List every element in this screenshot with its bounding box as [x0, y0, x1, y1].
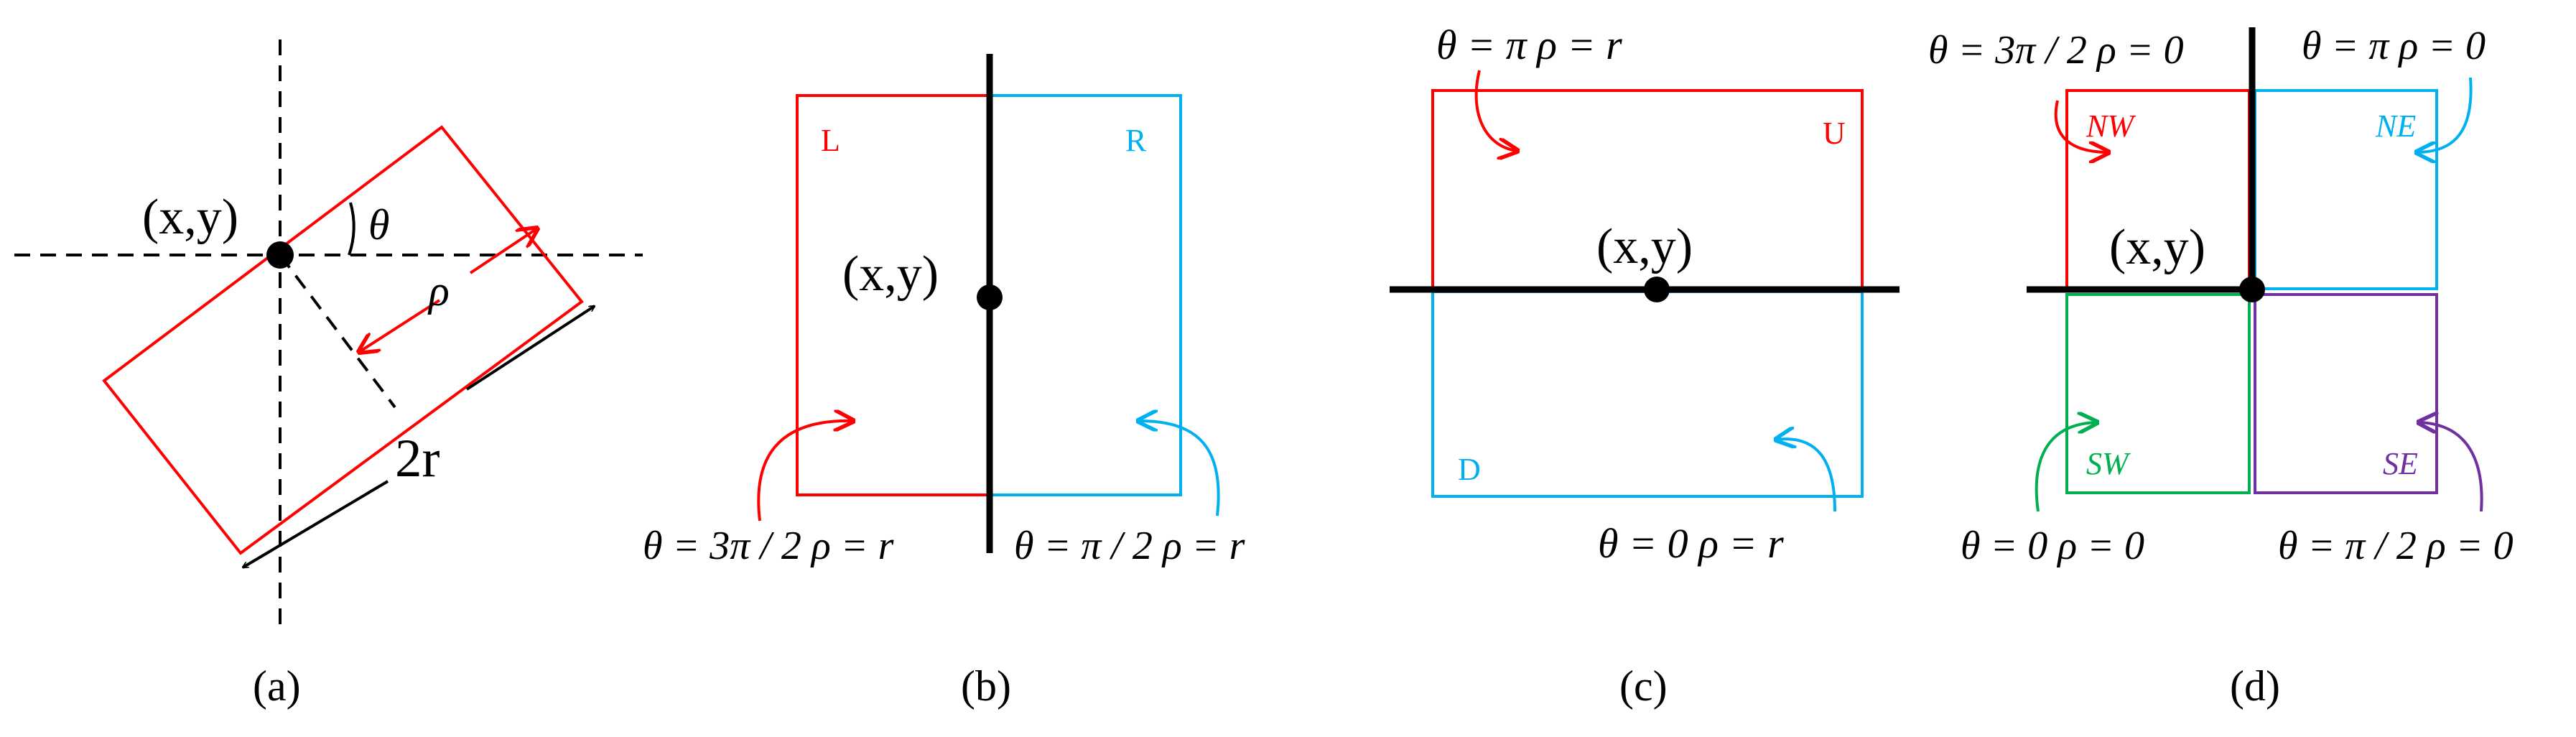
equation-sw: θ = 0 ρ = 0	[1961, 524, 2144, 568]
rect-se	[2254, 293, 2438, 494]
arrow-right	[1138, 421, 1220, 516]
arrow-ne	[2417, 77, 2473, 152]
point-xy-label: (x,y)	[142, 190, 238, 245]
equation-left: θ = 3π / 2 ρ = r	[643, 524, 894, 568]
label-right: R	[1125, 123, 1147, 158]
label-ne: NE	[2375, 108, 2416, 144]
caption-a: (a)	[253, 662, 301, 710]
label-se: SE	[2383, 446, 2418, 481]
arrow-down	[1776, 439, 1836, 512]
point-xy	[266, 241, 294, 269]
panel-a: (x,y) θ ρ 2r (a)	[14, 40, 643, 710]
equation-right: θ = π / 2 ρ = r	[1014, 524, 1245, 568]
rotated-rectangle	[102, 125, 584, 555]
equation-nw: θ = 3π / 2 ρ = 0	[1928, 28, 2184, 73]
caption-c: (c)	[1619, 662, 1668, 710]
arrow-nw	[2054, 100, 2108, 152]
arrow-sw	[2035, 422, 2097, 512]
panel-b: (x,y) L R θ = 3π / 2 ρ = r θ = π / 2 ρ =…	[643, 54, 1245, 710]
equation-ne: θ = π ρ = 0	[2302, 24, 2486, 68]
theta-arc	[348, 202, 355, 256]
equation-top: θ = π ρ = r	[1436, 22, 1622, 68]
rect-down	[1431, 290, 1864, 498]
equation-bottom: θ = 0 ρ = r	[1598, 520, 1784, 567]
arrow-left	[757, 421, 853, 522]
arrow-up	[1474, 70, 1517, 151]
point-xy-label: (x,y)	[2109, 220, 2205, 275]
point-xy-label: (x,y)	[1596, 219, 1693, 274]
perpendicular-dashed	[279, 254, 396, 409]
equation-se: θ = π / 2 ρ = 0	[2278, 524, 2514, 568]
label-up: U	[1823, 116, 1846, 151]
width-label: 2r	[395, 429, 440, 488]
panel-c: (x,y) U D θ = π ρ = r θ = 0 ρ = r (c)	[1390, 22, 1900, 710]
panel-d: (x,y) NW NE SW SE θ = 3π / 2 ρ = 0 θ = π…	[1928, 24, 2514, 710]
point-xy-label: (x,y)	[842, 246, 939, 302]
point-xy	[977, 284, 1003, 310]
width-arrow-right	[465, 305, 595, 391]
width-arrow-left	[243, 480, 389, 569]
caption-b: (b)	[961, 662, 1011, 710]
point-xy	[2239, 277, 2265, 302]
rho-arrow-right	[469, 228, 537, 274]
label-left: L	[821, 123, 840, 158]
rect-sw	[2065, 293, 2251, 494]
label-down: D	[1458, 452, 1481, 487]
label-nw: NW	[2086, 108, 2136, 144]
rect-right	[990, 94, 1182, 496]
theta-label: θ	[368, 201, 389, 249]
label-sw: SW	[2086, 446, 2131, 481]
point-xy	[1644, 277, 1670, 302]
arrow-se	[2419, 422, 2483, 512]
rho-arrow-left	[359, 299, 441, 352]
caption-d: (d)	[2230, 662, 2280, 710]
rho-label: ρ	[427, 267, 450, 315]
